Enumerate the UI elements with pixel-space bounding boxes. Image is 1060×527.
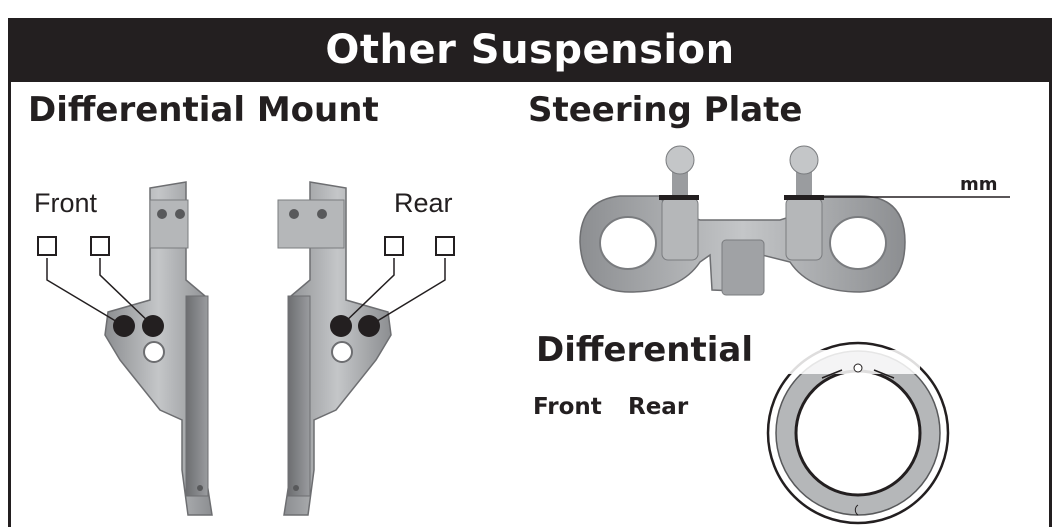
steering-plate-part (579, 145, 1010, 296)
differential-ring-part (766, 341, 950, 525)
rear-checkbox-1[interactable] (384, 236, 404, 256)
rear-marker-dot-2 (358, 315, 380, 337)
front-checkbox-1[interactable] (37, 236, 57, 256)
rear-marker-dot-1 (330, 315, 352, 337)
rear-checkbox-2[interactable] (435, 236, 455, 256)
diff-mount-rear-part (277, 181, 392, 516)
front-checkbox-2[interactable] (90, 236, 110, 256)
leader-lines (46, 258, 446, 327)
page-frame (8, 18, 1052, 527)
steering-plate-mm-label: mm (960, 174, 998, 195)
banner-title: Other Suspension (325, 27, 735, 73)
differential-mount-heading: Differential Mount (28, 90, 379, 130)
front-marker-dot-2 (142, 315, 164, 337)
differential-rear-label: Rear (628, 394, 689, 420)
marker-dots (113, 315, 380, 337)
diff-mount-front-part (104, 181, 213, 516)
steering-plate-heading: Steering Plate (528, 90, 803, 130)
differential-heading: Differential (536, 330, 754, 370)
diff-mount-rear-label: Rear (394, 188, 453, 218)
page-banner: Other Suspension (8, 18, 1052, 82)
differential-front-label: Front (533, 394, 602, 420)
diff-mount-front-label: Front (34, 188, 98, 218)
front-marker-dot-1 (113, 315, 135, 337)
